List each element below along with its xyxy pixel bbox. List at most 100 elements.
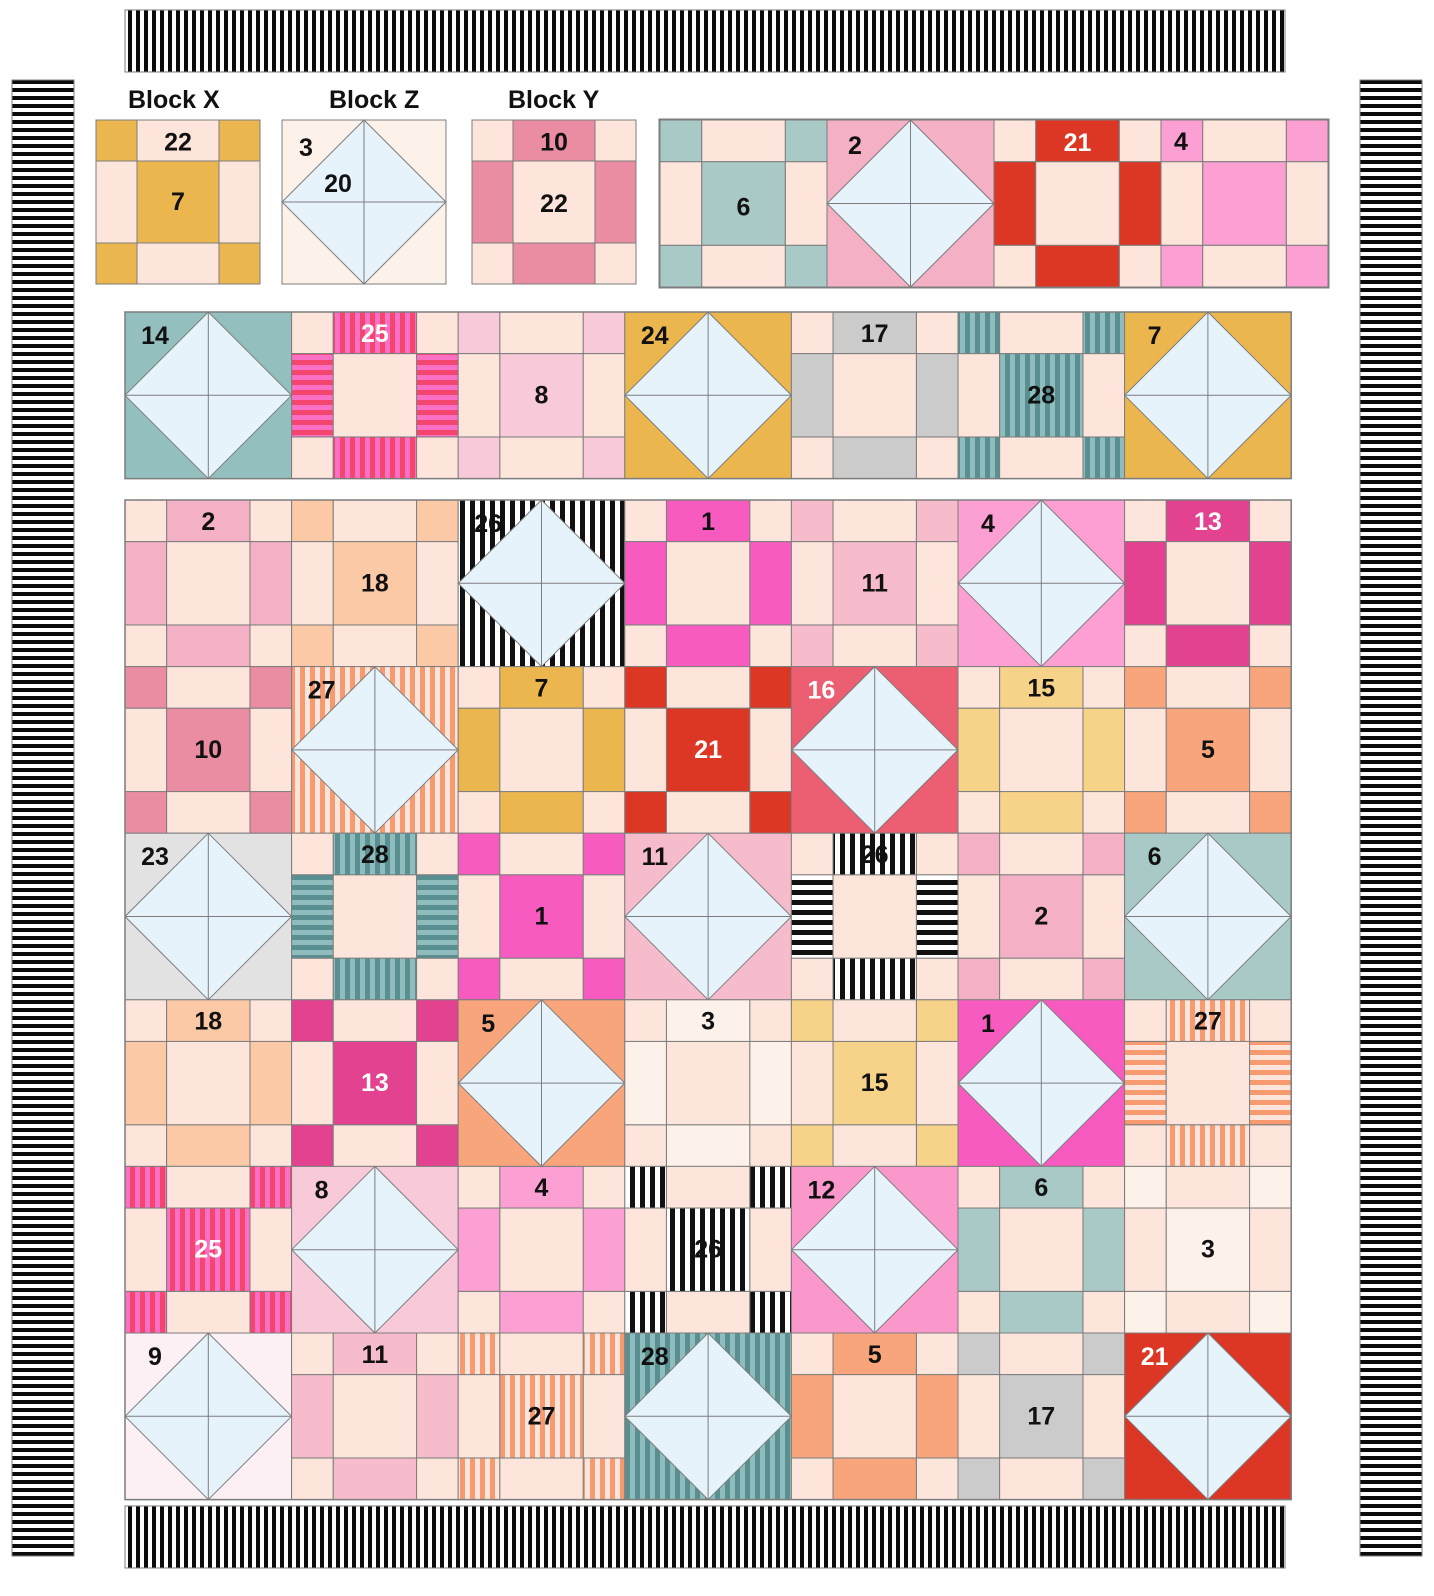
corner-square	[625, 1166, 667, 1208]
corner-square	[791, 437, 833, 479]
block-number-label: 5	[1201, 736, 1215, 764]
center-square	[666, 542, 749, 625]
frame-bar-right	[750, 542, 792, 625]
quilt-block: 24	[625, 312, 792, 479]
block-number-label: 21	[1141, 1343, 1169, 1371]
quilt-block: 5	[791, 1333, 958, 1500]
block-number-label: 11	[861, 569, 888, 597]
corner-square	[750, 1166, 792, 1208]
corner-square	[417, 1458, 459, 1500]
frame-bar-left	[125, 1208, 167, 1291]
corner-square	[1125, 1166, 1167, 1208]
corner-square	[417, 1333, 459, 1375]
corner-square	[1250, 500, 1292, 542]
frame-bar-bottom	[1036, 245, 1120, 287]
quilt-block: 2	[958, 833, 1125, 1000]
corner-square	[785, 245, 827, 287]
corner-square	[595, 120, 636, 161]
corner-square	[417, 437, 459, 479]
frame-bar-top	[167, 1166, 250, 1208]
frame-bar-left	[625, 708, 667, 791]
frame-bar-left	[458, 875, 500, 958]
corner-square	[1125, 1000, 1167, 1042]
block-number-label: 21	[1064, 129, 1092, 157]
frame-bar-top	[333, 500, 416, 542]
block-number-label: 28	[361, 841, 389, 869]
frame-bar-left	[292, 354, 334, 437]
frame-bar-left	[660, 162, 702, 246]
quilt-block: 11	[791, 500, 958, 667]
block-number-label: 4	[1174, 128, 1188, 156]
quilt-block: 27	[458, 1333, 625, 1500]
frame-bar-bottom	[333, 958, 416, 1000]
frame-bar-left	[958, 1375, 1000, 1458]
frame-bar-left	[791, 542, 833, 625]
quilt-block: 17	[791, 312, 958, 479]
quilt-block: 1	[958, 1000, 1125, 1167]
frame-bar-right	[219, 161, 260, 243]
frame-bar-right	[1286, 162, 1328, 246]
quilt-block: 18	[125, 1000, 292, 1167]
corner-square	[292, 1125, 334, 1167]
corner-square	[1125, 625, 1167, 667]
quilt-block: 6	[958, 1166, 1125, 1333]
corner-square	[791, 500, 833, 542]
corner-square	[219, 243, 260, 284]
quilt-block: 3	[625, 1000, 792, 1167]
corner-square	[417, 312, 459, 354]
block-number-label: 17	[861, 320, 889, 348]
corner-square	[125, 1125, 167, 1167]
corner-square	[625, 792, 667, 834]
corner-square	[785, 120, 827, 162]
block-number-label: 14	[141, 322, 169, 350]
corner-square	[1083, 437, 1125, 479]
quilt-block: 13	[1125, 500, 1292, 667]
block-number-label: 11	[362, 1341, 389, 1369]
corner-square	[1161, 245, 1203, 287]
corner-square	[583, 1166, 625, 1208]
frame-bar-left	[625, 1041, 667, 1124]
frame-bar-bottom	[666, 1291, 749, 1333]
corner-square	[1250, 625, 1292, 667]
quilt-block: 14	[125, 312, 292, 479]
quilt-block: 7	[458, 667, 625, 834]
quilt-block: 26	[625, 1166, 792, 1333]
frame-bar-bottom	[500, 1458, 583, 1500]
quilt-block: 21	[625, 667, 792, 834]
block-number-label: 26	[861, 841, 889, 869]
corner-square	[1119, 120, 1161, 162]
legend-sample-strip: 6 2 21 4	[659, 119, 1329, 288]
corner-square	[417, 1125, 459, 1167]
frame-bar-right	[417, 1375, 459, 1458]
frame-bar-left	[292, 1041, 334, 1124]
block-number-label: 22	[164, 129, 192, 157]
frame-bar-right	[1250, 542, 1292, 625]
corner-square	[750, 792, 792, 834]
corner-square	[1083, 1291, 1125, 1333]
block-number-label: 2	[848, 132, 862, 160]
block-number-label: 6	[737, 194, 751, 222]
corner-square	[791, 1125, 833, 1167]
block-z-title: Block Z	[329, 86, 419, 114]
corner-square	[1083, 312, 1125, 354]
corner-square	[1083, 1166, 1125, 1208]
corner-square	[125, 667, 167, 709]
corner-square	[292, 958, 334, 1000]
corner-square	[250, 1291, 292, 1333]
frame-bar-top	[1166, 1166, 1249, 1208]
corner-square	[791, 312, 833, 354]
block-number-label: 25	[361, 320, 389, 348]
frame-bar-top	[1166, 667, 1249, 709]
corner-square	[625, 1000, 667, 1042]
frame-bar-bottom	[513, 243, 595, 284]
frame-bar-right	[417, 875, 459, 958]
quilt-block: 25	[125, 1166, 292, 1333]
corner-square	[1119, 245, 1161, 287]
corner-square	[958, 1166, 1000, 1208]
frame-bar-left	[1125, 542, 1167, 625]
quilt-block: 26	[791, 833, 958, 1000]
corner-square	[1125, 1291, 1167, 1333]
frame-bar-left	[458, 1208, 500, 1291]
corner-square	[1083, 833, 1125, 875]
frame-bar-left	[791, 875, 833, 958]
